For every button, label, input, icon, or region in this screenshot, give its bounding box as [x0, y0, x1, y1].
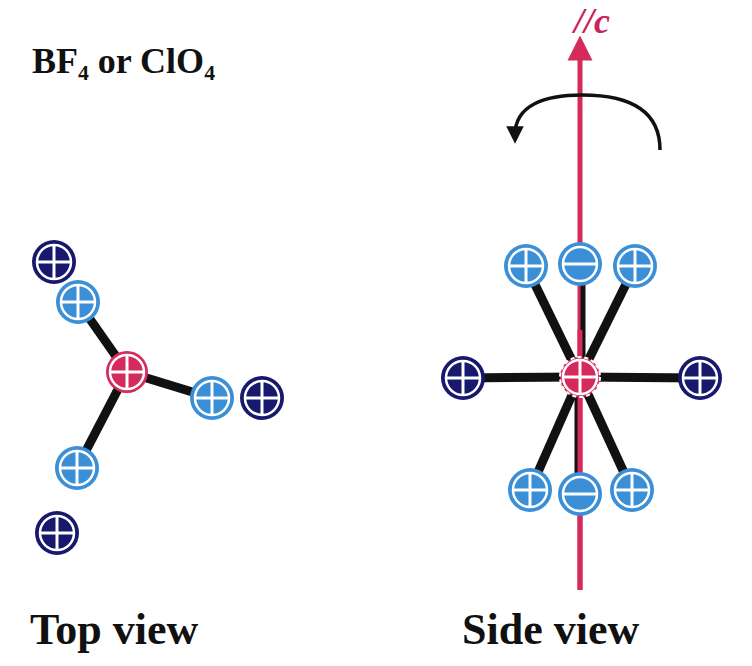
view-title: Side view — [462, 606, 639, 654]
fluorine-atom — [32, 240, 76, 284]
fluorine-atom — [613, 244, 657, 288]
fluorine-atom — [55, 446, 99, 490]
fluorine-atom — [610, 468, 654, 512]
central-atom — [106, 351, 148, 393]
fluorine-atom — [441, 356, 485, 400]
fluorine-atom — [504, 244, 548, 288]
fluorine-atom — [35, 511, 79, 555]
fluorine-atom — [558, 242, 602, 286]
fluorine-atom — [678, 356, 722, 400]
view-title: Top view — [30, 606, 198, 654]
fluorine-atom — [190, 376, 234, 420]
fluorine-atom — [558, 472, 602, 516]
rotation-arrow — [515, 95, 660, 150]
ion-formula: BF₄ or ClO₄ — [32, 42, 215, 82]
fluorine-atom — [56, 280, 100, 324]
axis-label: //c — [574, 2, 610, 42]
side-view-molecule — [441, 48, 722, 590]
fluorine-atom — [508, 468, 552, 512]
top-view-molecule — [32, 240, 284, 555]
central-atom — [560, 357, 600, 397]
fluorine-atom — [240, 376, 284, 420]
